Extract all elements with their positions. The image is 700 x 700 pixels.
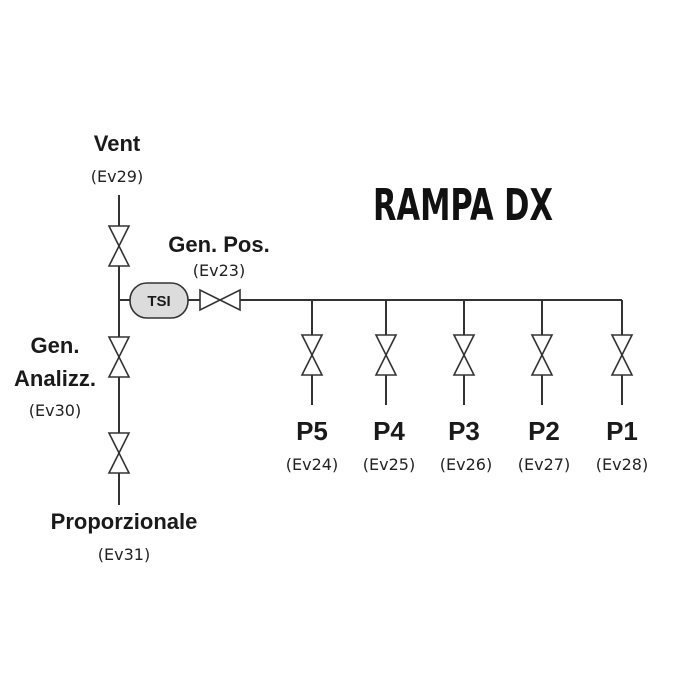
port-p2-label: P2 (528, 416, 560, 446)
gen-pos-label: Gen. Pos. (168, 232, 269, 257)
port-p1-label: P1 (606, 416, 638, 446)
valve-ev23 (199, 288, 241, 312)
vent-code: (Ev29) (91, 167, 143, 186)
tsi-sensor: TSI (129, 282, 189, 319)
port-p1-code: (Ev28) (596, 455, 648, 474)
valve-ev29 (107, 225, 131, 267)
port-p4-label: P4 (373, 416, 405, 446)
proporzionale-label: Proporzionale (51, 509, 198, 534)
gen-analizz-label-line1: Gen. (31, 333, 80, 358)
valve-ev30 (107, 336, 131, 378)
gen-pos-code: (Ev23) (193, 261, 245, 280)
port-p2-code: (Ev27) (518, 455, 570, 474)
valve-ev31 (107, 432, 131, 474)
gen-analizz-label-line2: Analizz. (14, 366, 96, 391)
vent-label: Vent (94, 131, 141, 156)
diagram-title: RAMPA DX (373, 180, 553, 231)
gen-analizz-code: (Ev30) (29, 401, 81, 420)
port-branch-p5 (300, 300, 324, 405)
port-p3-label: P3 (448, 416, 480, 446)
proporzionale-code: (Ev31) (98, 545, 150, 564)
port-branch-p1 (610, 300, 634, 405)
port-p4-code: (Ev25) (363, 455, 415, 474)
port-branch-p4 (374, 300, 398, 405)
port-branch-p2 (530, 300, 554, 405)
port-branch-p3 (452, 300, 476, 405)
tsi-label: TSI (147, 293, 170, 310)
port-p5-label: P5 (296, 416, 328, 446)
port-p5-code: (Ev24) (286, 455, 338, 474)
port-p3-code: (Ev26) (440, 455, 492, 474)
tsi-box (129, 282, 189, 319)
